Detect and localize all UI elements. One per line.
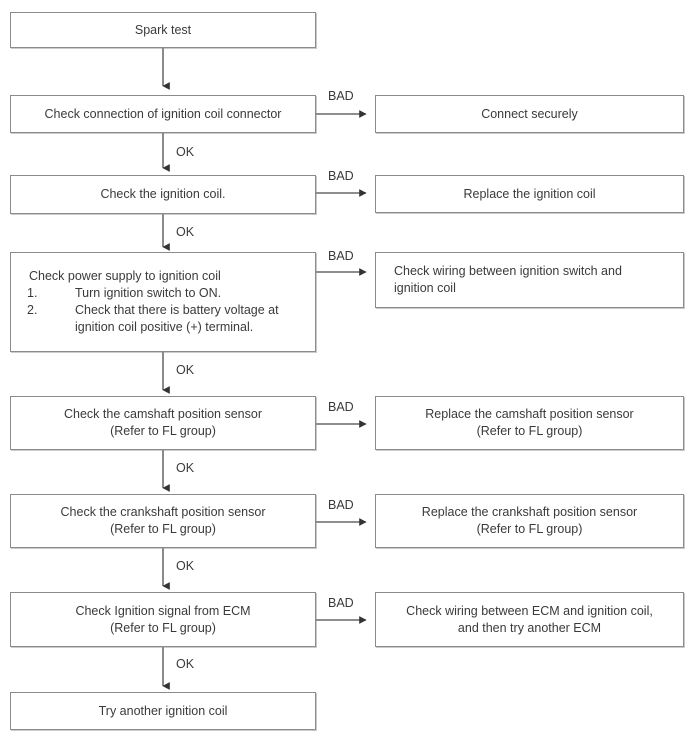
power-supply-step-list: 1. Turn ignition switch to ON. 2. Check th… — [27, 285, 315, 336]
edge-label-ok-1: OK — [176, 145, 195, 159]
node-check-connector-line-0: Check connection of ignition coil connec… — [44, 106, 282, 121]
node-replace-camshaft-sensor[interactable]: Replace the camshaft position sensor (Re… — [375, 396, 684, 450]
power-supply-step-2-continuation: ignition coil positive (+) terminal. — [75, 320, 254, 334]
edge-label-bad-6: BAD — [328, 596, 354, 610]
edge-label-bad-5: BAD — [328, 498, 354, 512]
node-replace-crankshaft-sensor-line-1: (Refer to FL group) — [476, 522, 583, 536]
edge-label-ok-5: OK — [176, 559, 195, 573]
node-replace-crankshaft-sensor-line-0: Replace the crankshaft position sensor — [421, 505, 638, 519]
node-check-crankshaft-sensor[interactable]: Check the crankshaft position sensor (Re… — [10, 494, 316, 548]
power-supply-step-1-text: Turn ignition switch to ON. — [75, 286, 222, 300]
edge-label-bad-1: BAD — [328, 89, 354, 103]
node-replace-ignition-coil[interactable]: Replace the ignition coil — [375, 175, 684, 213]
edge-label-ok-6: OK — [176, 657, 195, 671]
node-check-wiring-ignition-switch[interactable]: Check wiring between ignition switch and… — [375, 252, 684, 308]
node-replace-crankshaft-sensor[interactable]: Replace the crankshaft position sensor (… — [375, 494, 684, 548]
node-spark-test[interactable]: Spark test — [10, 12, 316, 48]
power-supply-step-1: 1. Turn ignition switch to ON. — [27, 285, 315, 302]
power-supply-step-2-number: 2. — [27, 303, 38, 317]
node-check-crankshaft-sensor-line-1: (Refer to FL group) — [110, 522, 216, 536]
node-try-another-coil-line-0: Try another ignition coil — [98, 703, 228, 718]
power-supply-step-2: 2. Check that there is battery voltage at — [27, 302, 315, 319]
edge-label-ok-3: OK — [176, 363, 195, 377]
node-check-wiring-ecm-line-0: Check wiring between ECM and ignition co… — [406, 603, 653, 618]
node-connect-securely-line-0: Connect securely — [481, 106, 578, 121]
node-check-connector[interactable]: Check connection of ignition coil connec… — [10, 95, 316, 133]
node-check-coil-line-0: Check the ignition coil. — [100, 187, 226, 201]
node-check-ignition-signal-line-1: (Refer to FL group) — [110, 620, 216, 635]
node-replace-ignition-coil-line-0: Replace the ignition coil — [463, 186, 596, 201]
node-check-camshaft-sensor[interactable]: Check the camshaft position sensor (Refe… — [10, 396, 316, 450]
edge-label-ok-2: OK — [176, 225, 195, 239]
power-supply-step-2-text: Check that there is battery voltage at — [75, 303, 279, 317]
node-check-camshaft-sensor-line-1: (Refer to FL group) — [110, 424, 216, 438]
node-check-wiring-ecm-line-1: and then try another ECM — [457, 620, 602, 635]
edge-label-bad-4: BAD — [328, 400, 354, 414]
power-supply-step-1-number: 1. — [27, 286, 38, 300]
node-check-wiring-ignition-switch-line-0: Check wiring between ignition switch and — [394, 264, 622, 278]
node-connect-securely[interactable]: Connect securely — [375, 95, 684, 133]
node-replace-camshaft-sensor-line-0: Replace the camshaft position sensor — [425, 407, 634, 421]
node-check-power-supply-heading: Check power supply to ignition coil — [29, 269, 221, 283]
node-replace-camshaft-sensor-line-1: (Refer to FL group) — [476, 424, 583, 438]
node-check-wiring-ignition-switch-line-1: ignition coil — [394, 281, 456, 295]
node-check-ignition-signal-line-0: Check Ignition signal from ECM — [75, 603, 251, 618]
node-check-camshaft-sensor-line-0: Check the camshaft position sensor — [63, 407, 263, 421]
node-check-ignition-signal[interactable]: Check Ignition signal from ECM (Refer to… — [10, 592, 316, 647]
edge-label-bad-3: BAD — [328, 249, 354, 263]
node-check-crankshaft-sensor-line-0: Check the crankshaft position sensor — [60, 505, 266, 519]
node-spark-test-line-0: Spark test — [134, 22, 192, 37]
node-check-coil[interactable]: Check the ignition coil. — [10, 175, 316, 214]
node-check-power-supply[interactable]: Check power supply to ignition coil 1. Tu… — [10, 252, 316, 352]
node-check-wiring-ecm[interactable]: Check wiring between ECM and ignition co… — [375, 592, 684, 647]
node-try-another-coil[interactable]: Try another ignition coil — [10, 692, 316, 730]
edge-label-ok-4: OK — [176, 461, 195, 475]
edge-label-bad-2: BAD — [328, 169, 354, 183]
